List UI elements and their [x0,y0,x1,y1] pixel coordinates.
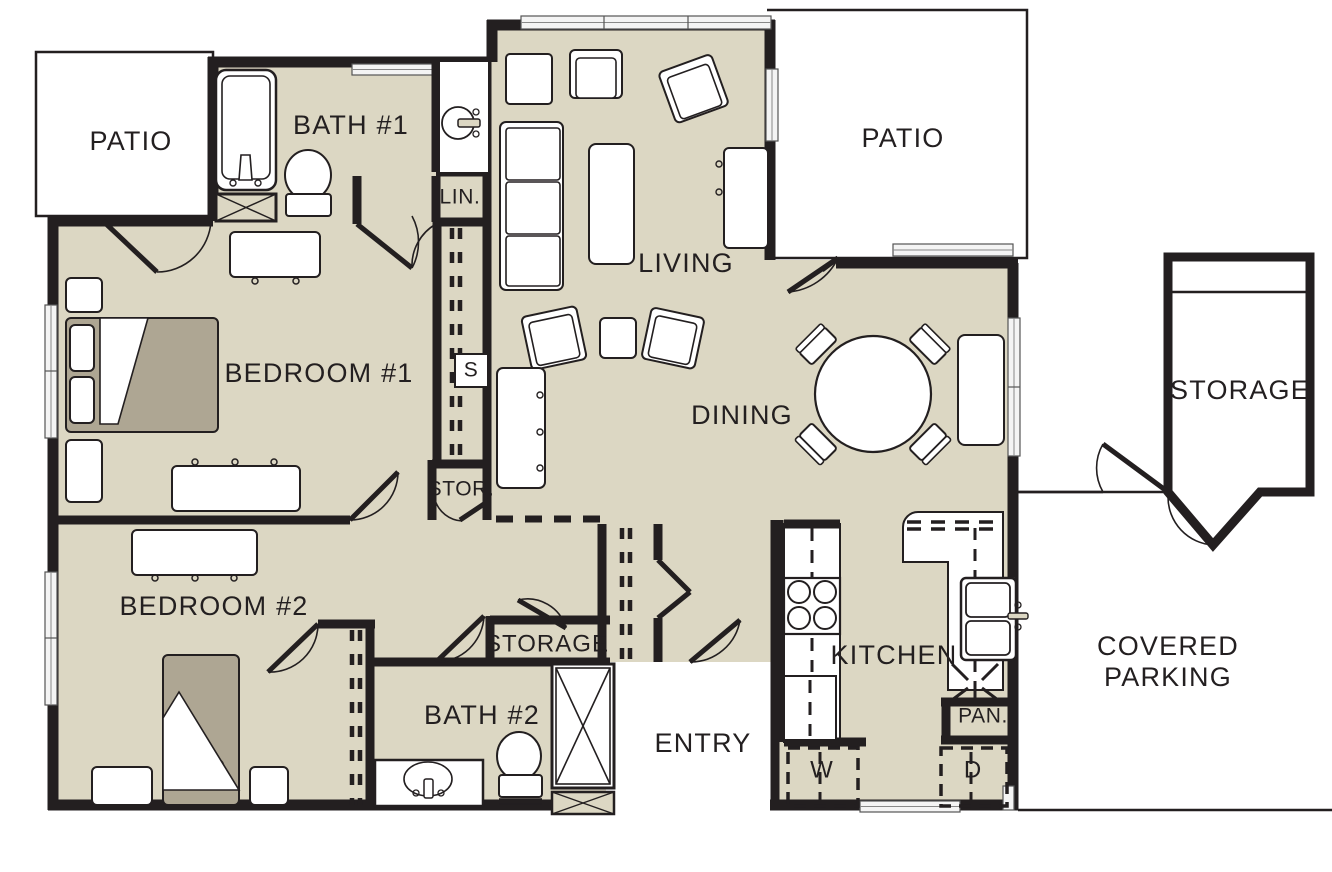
kitchen-left-counter [774,519,866,747]
label-patio-right: PATIO [861,123,944,153]
doors-group [101,215,840,674]
window-bedroom1-left [44,304,58,439]
label-stor-closet: STOR. [428,478,495,501]
label-storage-exterior: STORAGE [1170,375,1310,405]
window-living-triple [520,15,772,30]
console-living-lower [496,367,546,489]
label-patio-left: PATIO [89,126,172,156]
armchair-living-lower-left [520,305,588,371]
sideboard-dining [957,334,1005,446]
window-patio-right-bottom [892,243,1014,257]
vanity-sink-bath2 [373,758,485,808]
label-bedroom-2: BEDROOM #2 [119,591,308,621]
room-labels: PATIO BATH #1 BEDROOM #1 LIVING PATIO ST… [89,110,1310,783]
shower-stall-bath2 [550,662,616,816]
living-furniture [496,49,769,489]
round-dining-table [813,334,933,454]
label-bedroom-1: BEDROOM #1 [224,358,413,388]
label-linen-closet: LIN. [440,186,481,209]
bath2-fixtures [373,662,616,816]
shelf-marker-box [454,353,489,388]
label-bath-1: BATH #1 [293,110,409,140]
nightstand-bedroom1-lower [65,439,103,503]
label-dining: DINING [691,400,793,430]
dining-chair-tr [909,323,951,365]
label-bath-2: BATH #2 [424,700,540,730]
dining-chair-tl [795,323,837,365]
label-storage-hall: STORAGE [485,630,609,657]
dresser-bedroom2-top [131,529,258,582]
armchair-living-lower-right [641,307,705,370]
window-dining-right [1007,317,1021,457]
nightstand-bedroom2-right [249,766,289,806]
dresser-bedroom1-bottom [171,458,301,512]
dining-furniture [794,323,1005,466]
label-pantry: PAN. [958,705,1008,728]
dining-chair-bl [794,423,837,466]
windows-group [44,15,1021,813]
washer-box [786,746,860,808]
end-table-living [505,53,553,105]
nightstand-bedroom1-upper [65,277,103,313]
bathtub-bath1 [214,68,278,192]
closet-shelf-lines [349,228,633,805]
bed-bedroom1 [65,317,219,433]
armchair-living-top [569,49,623,99]
ottoman-living [599,317,637,359]
label-living: LIVING [638,248,734,278]
exterior-storage-unit [1018,252,1315,552]
covered-parking-area [1018,490,1332,812]
label-dryer: D [964,756,982,783]
toilet-bath1 [284,149,332,217]
kitchen-right-counter [902,511,1029,702]
dryer-box [939,746,1009,808]
coffee-table-living [588,143,635,265]
bedroom1-furniture [65,231,321,512]
cabinet-bath1 [214,192,278,223]
toilet-bath2 [496,731,543,805]
bedroom2-furniture [91,529,289,806]
kitchen-fixtures [774,511,1029,808]
label-shelf-marker: S [464,359,479,382]
label-kitchen: KITCHEN [831,640,958,670]
label-washer: W [810,756,834,783]
media-console-living [715,147,769,249]
window-bedroom2-left [44,571,58,706]
pantry-closet [941,697,1013,745]
window-living-right [765,68,779,142]
nightstand-bedroom2-left [91,766,153,806]
bath1-fixtures [214,62,488,223]
sofa-living [499,121,564,291]
bed-bedroom2 [162,654,241,806]
vanity-sink-bath1 [440,62,488,172]
label-entry: ENTRY [654,728,751,758]
armchair-living-rotated [658,54,729,124]
label-covered-parking-2: PARKING [1104,662,1232,692]
dresser-bedroom1-top [229,231,321,285]
label-covered-parking-1: COVERED [1097,631,1239,661]
dining-chair-br [909,423,952,466]
